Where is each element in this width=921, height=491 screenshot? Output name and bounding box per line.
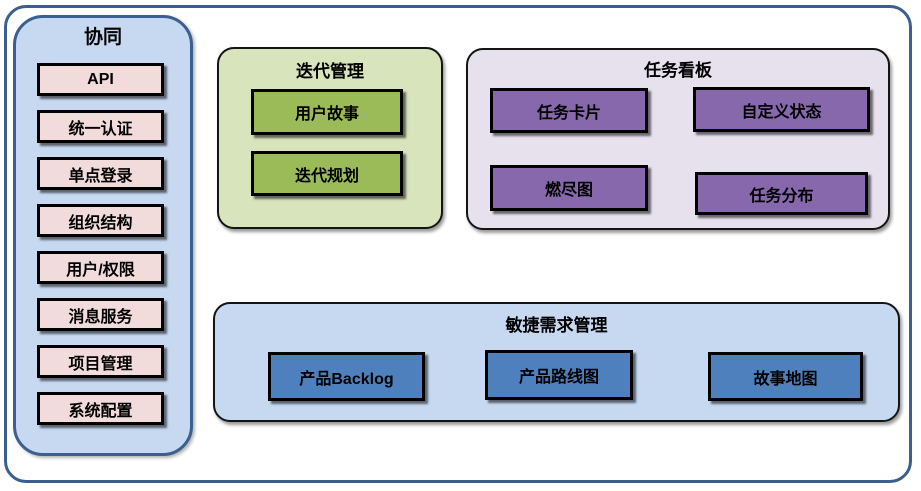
sidebar-item-project-management: 项目管理: [37, 345, 164, 378]
sidebar-item-org-structure: 组织结构: [37, 204, 164, 237]
node-iteration-planning: 迭代规划: [251, 151, 403, 196]
sidebar-item-sso: 单点登录: [37, 157, 164, 190]
node-burndown-chart: 燃尽图: [490, 165, 648, 211]
iteration-management-group: [217, 47, 443, 229]
sidebar-item-message-service: 消息服务: [37, 298, 164, 331]
node-product-backlog: 产品Backlog: [268, 352, 425, 401]
node-custom-status: 自定义状态: [693, 87, 870, 132]
sidebar-item-api: API: [37, 63, 164, 96]
sidebar-item-system-config: 系统配置: [37, 392, 164, 425]
task-kanban-title: 任务看板: [644, 61, 712, 80]
node-user-story: 用户故事: [251, 89, 403, 135]
node-task-distribution: 任务分布: [695, 172, 868, 215]
sidebar-item-unified-auth: 统一认证: [37, 110, 164, 143]
iteration-management-title: 迭代管理: [296, 62, 364, 81]
node-product-roadmap: 产品路线图: [485, 350, 633, 400]
node-task-card: 任务卡片: [490, 88, 648, 133]
agile-requirements-title: 敏捷需求管理: [505, 316, 608, 335]
sidebar-item-user-permissions: 用户/权限: [37, 251, 164, 284]
node-story-map: 故事地图: [708, 352, 863, 401]
sidebar-title: 协同: [83, 27, 122, 48]
